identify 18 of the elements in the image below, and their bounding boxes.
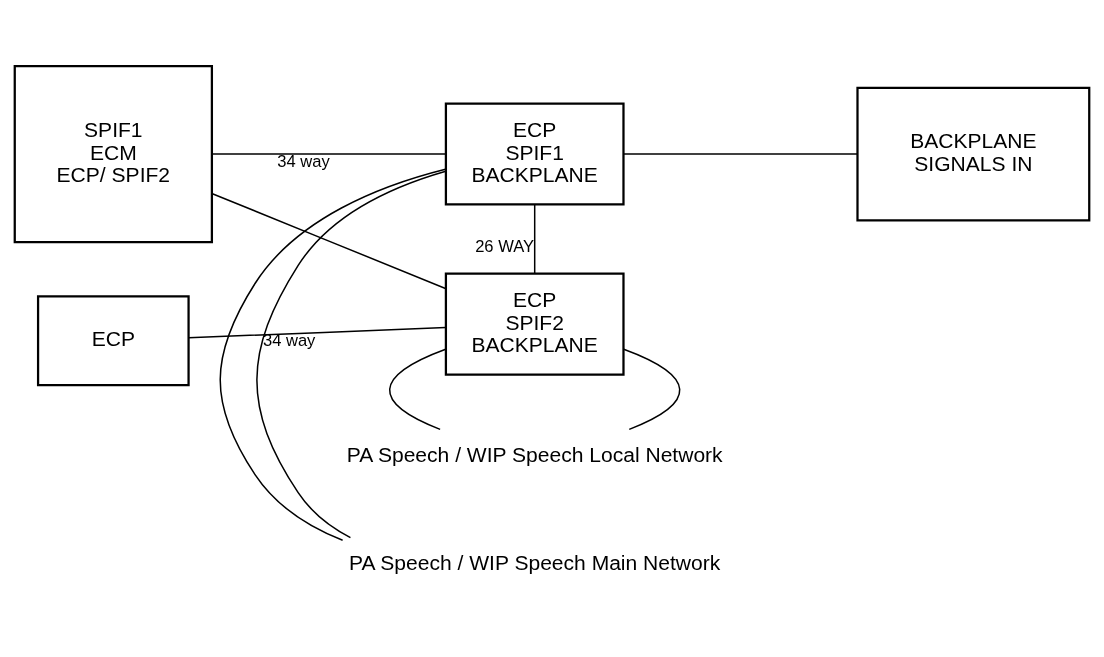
connector: [623, 152, 859, 155]
node-box: BACKPLANE SIGNALS IN: [856, 86, 1091, 221]
node-box: ECP SPIF2 BACKPLANE: [444, 272, 625, 376]
node-box: ECP: [36, 294, 190, 386]
connector: [623, 347, 681, 430]
node-text: PA Speech / WIP Speech Main Network: [349, 550, 721, 574]
connector: [219, 168, 447, 541]
connector: [388, 347, 447, 430]
connector: [533, 203, 536, 274]
node-box: ECP SPIF1 BACKPLANE: [444, 102, 625, 206]
connector: [256, 169, 447, 538]
edge-label: 26 WAY: [475, 236, 535, 256]
connector: [187, 326, 447, 338]
node-box: SPIF1 ECM ECP/ SPIF2: [13, 64, 213, 243]
connector: [211, 152, 447, 155]
edge-label: 34 way: [277, 151, 330, 171]
connector: [211, 192, 447, 289]
node-text: PA Speech / WIP Speech Local Network: [346, 442, 723, 466]
